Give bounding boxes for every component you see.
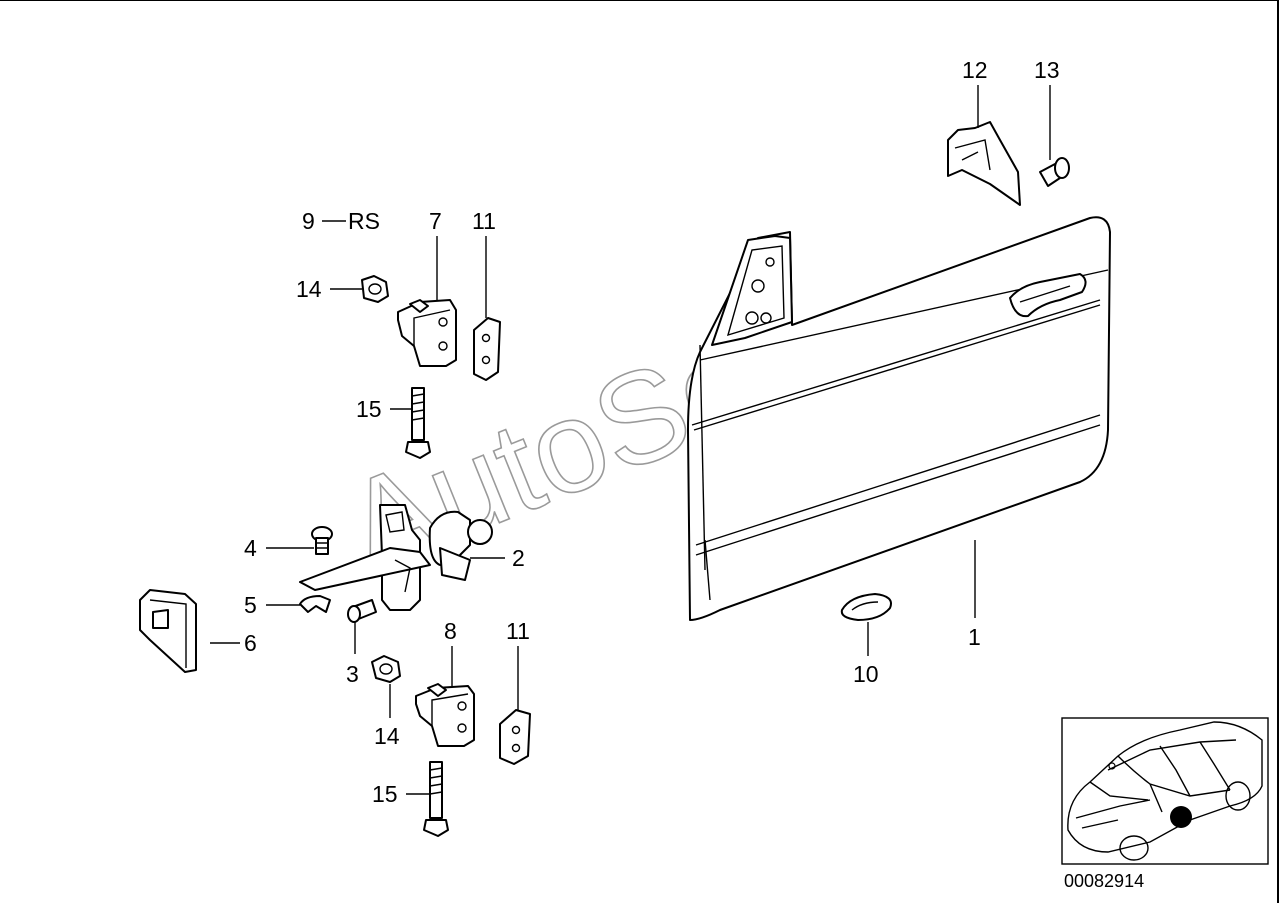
- leader-lines: [210, 85, 1051, 795]
- trim-clip[interactable]: [1039, 157, 1070, 187]
- callout-11-top: 11: [472, 208, 496, 234]
- door-check-assembly[interactable]: [299, 504, 493, 611]
- vehicle-locator-inset: [1061, 717, 1269, 865]
- door-panel[interactable]: [687, 216, 1111, 621]
- hinge-shim-top[interactable]: [473, 317, 501, 381]
- location-marker: [1170, 806, 1192, 828]
- reference-number: 00082914: [1064, 871, 1144, 891]
- door-grommet[interactable]: [840, 593, 892, 621]
- callout-14-top: 14: [296, 276, 322, 302]
- callout-2: 2: [512, 545, 525, 571]
- callout-14-bottom: 14: [374, 723, 400, 749]
- door-mirror-mount: [711, 235, 793, 346]
- callout-9-suffix: RS: [348, 208, 380, 234]
- door-stop-buffer[interactable]: [139, 589, 197, 673]
- upper-hinge-plate[interactable]: [397, 299, 457, 367]
- callout-11-bottom: 11: [506, 618, 530, 644]
- check-bolt[interactable]: [311, 526, 333, 555]
- spring-clip[interactable]: [299, 595, 331, 613]
- callout-4: 4: [244, 535, 257, 561]
- door-handle[interactable]: [1009, 273, 1087, 318]
- callout-3: 3: [346, 661, 359, 687]
- callout-15-bottom: 15: [372, 781, 398, 807]
- callout-12: 12: [962, 57, 988, 83]
- mirror-triangle-cover[interactable]: [947, 121, 1021, 206]
- callout-8: 8: [444, 618, 457, 644]
- callout-10: 10: [853, 661, 879, 687]
- callout-1: 1: [968, 624, 981, 650]
- hinge-bolt-bottom[interactable]: [423, 761, 449, 837]
- callout-13: 13: [1034, 57, 1060, 83]
- callout-5: 5: [244, 592, 257, 618]
- lower-hinge-plate[interactable]: [415, 683, 475, 747]
- callout-15-top: 15: [356, 396, 382, 422]
- callout-7: 7: [429, 208, 442, 234]
- hex-nut-bottom[interactable]: [371, 655, 401, 683]
- hinge-screw[interactable]: [347, 599, 377, 623]
- hinge-bolt-top[interactable]: [405, 387, 431, 459]
- hex-nut-top[interactable]: [361, 275, 389, 303]
- callout-labels: 12 13 9 RS 7 11 14 15 4 2 5 6 3 8 11 14 …: [244, 57, 1060, 807]
- car-outline: [1067, 721, 1263, 861]
- callout-6: 6: [244, 630, 257, 656]
- callout-9: 9: [302, 208, 315, 234]
- hinge-shim-bottom[interactable]: [499, 709, 531, 765]
